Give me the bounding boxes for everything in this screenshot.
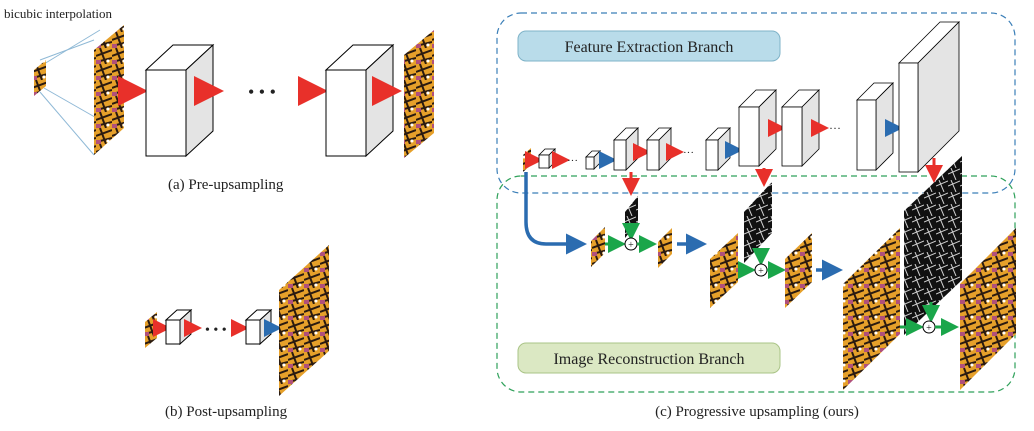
post-upsampling-caption: (b) Post-upsampling: [165, 404, 288, 420]
plus-sign: +: [926, 323, 932, 334]
feature-block: [538, 148, 556, 169]
feature-block: [585, 150, 601, 170]
bicubic-label: bicubic interpolation: [4, 6, 112, 21]
feature-extraction-frame: [496, 12, 1016, 194]
lr-input-image: [145, 312, 157, 348]
sr-image-x4: [785, 233, 812, 308]
ellipsis: ···: [567, 155, 578, 167]
image-branch-title-box: [517, 342, 781, 374]
feature-block: [324, 43, 395, 158]
plus-sign: +: [628, 240, 634, 251]
ellipsis: • • •: [248, 82, 276, 102]
ellipsis: ···: [683, 147, 694, 159]
ellipsis: • • •: [205, 323, 227, 338]
upsampled-image: [710, 233, 738, 308]
feature-block: [856, 82, 894, 171]
pre-upsampling-panel: bicubic interpolation • • • (a) Pre-upsa…: [4, 6, 434, 193]
lr-input-image: [34, 60, 46, 96]
feature-block: [144, 43, 215, 158]
lr-input-image: [523, 148, 531, 172]
feature-block: [738, 89, 777, 167]
feature-block: [613, 127, 639, 171]
feature-block: [164, 308, 193, 346]
upsample-skip-path: [524, 172, 587, 255]
sr-image-x8: [960, 228, 1016, 390]
progressive-caption: (c) Progressive upsampling (ours): [655, 404, 859, 420]
ellipsis: ···: [829, 121, 841, 135]
sr-output-image: [279, 245, 329, 396]
feature-block: [781, 89, 820, 167]
bicubic-upsampled-image: [94, 25, 124, 155]
feature-block: [898, 21, 960, 173]
residual-edge-map: [904, 156, 962, 335]
feature-branch-title-box: [517, 30, 781, 62]
sr-image-x2: [658, 228, 672, 268]
progressive-panel: Feature Extraction Branch Image Reconstr…: [496, 12, 1016, 420]
residual-edge-map: [744, 182, 772, 263]
sr-output-image: [404, 30, 434, 158]
feature-block: [646, 127, 672, 171]
pre-upsampling-caption: (a) Pre-upsampling: [168, 177, 284, 193]
post-upsampling-panel: • • • (b) Post-upsampling: [145, 245, 329, 420]
plus-sign: +: [758, 266, 764, 277]
bicubic-lines: [39, 29, 101, 156]
feature-block: [705, 127, 731, 171]
image-branch-title: Image Reconstruction Branch: [553, 351, 744, 368]
upsampled-image: [843, 228, 900, 390]
upsampled-image: [591, 227, 605, 267]
feature-branch-title: Feature Extraction Branch: [565, 39, 734, 56]
